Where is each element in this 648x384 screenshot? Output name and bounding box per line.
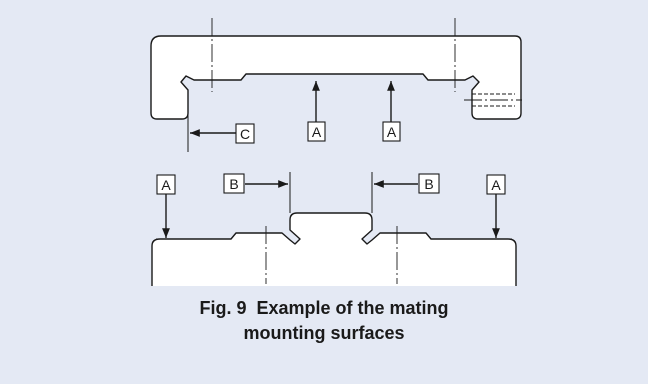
ref-b-right-box	[418, 173, 440, 194]
ref-c-box	[235, 123, 255, 144]
ref-a-upper-left-box	[307, 121, 326, 142]
upper-block	[150, 35, 522, 120]
caption-line-2: mounting surfaces	[243, 323, 405, 343]
ref-a-lower-right-label: A	[491, 177, 501, 193]
ref-a-lower-right-box	[486, 174, 506, 195]
figure-caption: Fig. 9 Example of the mating mounting su…	[0, 296, 648, 346]
ref-a-upper-right-box	[382, 121, 401, 142]
ref-b-left-label: B	[229, 176, 238, 192]
ref-b-left-box	[223, 173, 245, 194]
ref-c-label: C	[240, 126, 250, 142]
lower-rail	[151, 212, 517, 286]
caption-line-1: Fig. 9 Example of the mating	[199, 298, 449, 318]
ref-a-lower-left-box	[156, 174, 176, 195]
ref-a-upper-left-label: A	[312, 124, 322, 140]
ref-a-upper-right-label: A	[387, 124, 397, 140]
ref-a-lower-left-label: A	[161, 177, 171, 193]
ref-b-right-label: B	[424, 176, 433, 192]
